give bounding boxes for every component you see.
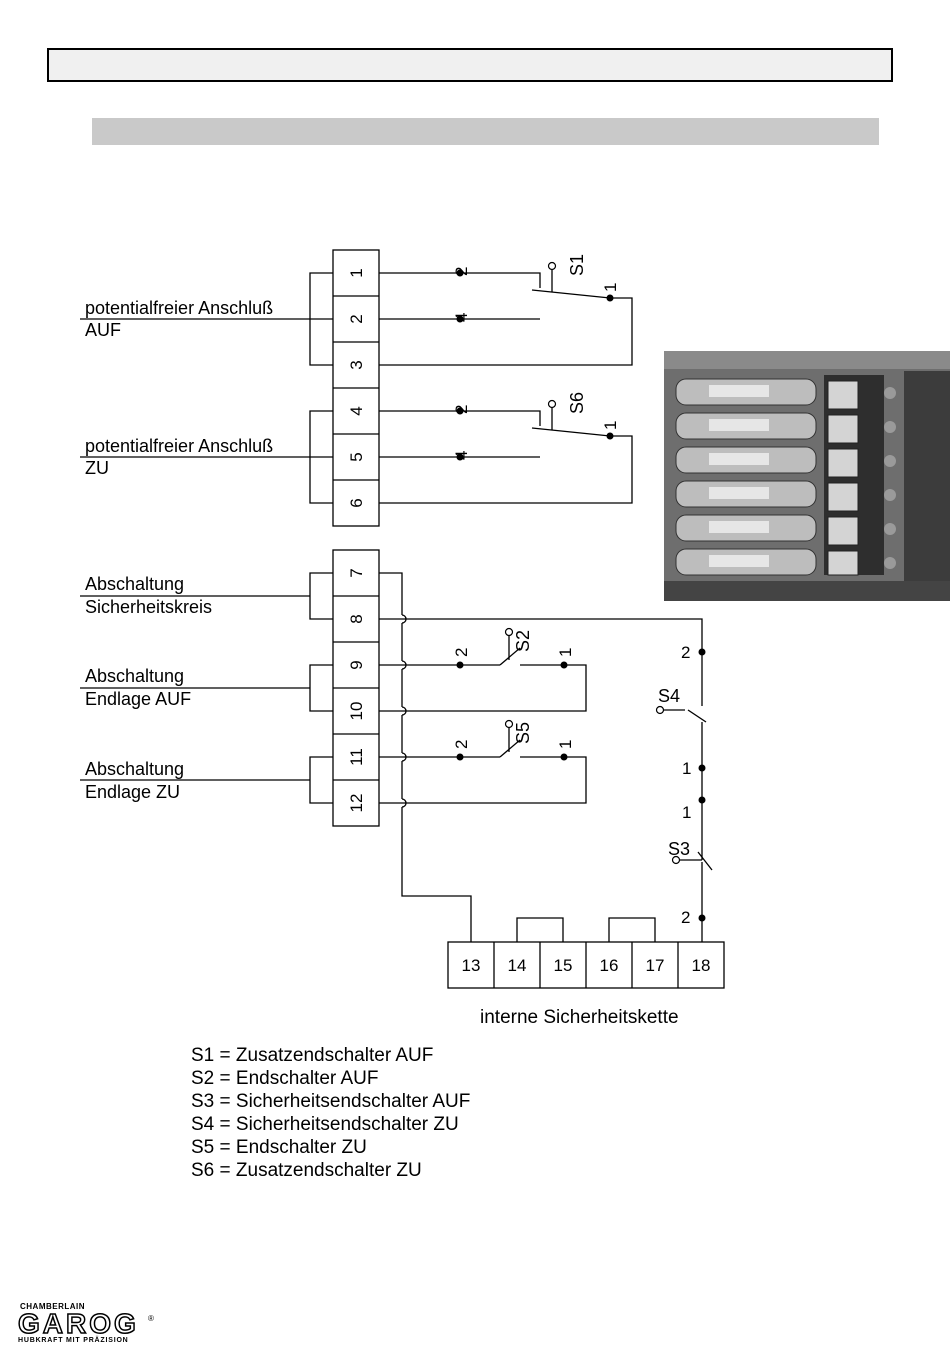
header-box [47,48,893,82]
label-ea-2: Endlage AUF [85,689,191,709]
s3-contact-2: 2 [681,908,690,927]
label-zu-2: ZU [85,458,109,478]
s4-label: S4 [658,686,680,706]
chain-caption: interne Sicherheitskette [480,1007,679,1028]
label-ez-2: Endlage ZU [85,782,180,802]
s1-contact-1: 1 [601,283,620,292]
s4-contact-2: 2 [681,643,690,662]
terminal-1: 1 [347,268,366,277]
s2-contact-1: 1 [556,648,575,657]
switch-legend: S1 = Zusatzendschalter AUF S2 = Endschal… [191,1044,470,1182]
legend-s4: S4 = Sicherheitsendschalter ZU [191,1114,459,1135]
terminal-15: 15 [554,956,573,975]
s2-contact-2: 2 [452,648,471,657]
s5-label: S5 [513,722,533,744]
terminal-2: 2 [347,314,366,323]
logo-sub: HUBKRAFT MIT PRÄZISION [18,1337,129,1344]
terminal-6: 6 [347,498,366,507]
terminal-7: 7 [347,568,366,577]
terminal-5: 5 [347,452,366,461]
label-sk-1: Abschaltung [85,574,184,594]
terminal-9: 9 [347,660,366,669]
terminal-4: 4 [347,406,366,415]
garog-logo: CHAMBERLAIN GAROG ® HUBKRAFT MIT PRÄZISI… [17,1302,158,1346]
label-sk-2: Sicherheitskreis [85,597,212,617]
legend-s2: S2 = Endschalter AUF [191,1068,379,1089]
terminal-16: 16 [600,956,619,975]
limit-switch-photo [664,351,950,601]
s3-label: S3 [668,839,690,859]
logo-registered: ® [148,1314,154,1323]
legend-s5: S5 = Endschalter ZU [191,1137,367,1158]
legend-s1: S1 = Zusatzendschalter AUF [191,1045,434,1066]
label-ea-1: Abschaltung [85,666,184,686]
label-auf-1: potentialfreier Anschluß [85,298,273,318]
logo-brand: GAROG [17,1307,139,1340]
terminal-3: 3 [347,360,366,369]
label-ez-1: Abschaltung [85,759,184,779]
s5-contact-1: 1 [556,740,575,749]
terminal-11: 11 [347,748,366,766]
s1-contact-2: 2 [452,267,471,276]
terminal-8: 8 [347,614,366,623]
s6-contact-1: 1 [601,421,620,430]
label-zu-1: potentialfreier Anschluß [85,436,273,456]
logo-top: CHAMBERLAIN [20,1302,86,1311]
s1-contact-4: 4 [452,313,471,322]
terminal-10: 10 [347,702,366,721]
s4-contact-1: 1 [682,759,691,778]
subheader-bar [92,118,879,145]
s5-contact-2: 2 [452,740,471,749]
s3-contact-1: 1 [682,803,691,822]
s1-label: S1 [567,254,587,276]
terminal-12: 12 [347,794,366,813]
legend-s3: S3 = Sicherheitsendschalter AUF [191,1091,471,1112]
s6-contact-4: 4 [452,451,471,460]
label-auf-2: AUF [85,320,121,340]
s2-label: S2 [513,630,533,652]
s6-contact-2: 2 [452,405,471,414]
terminal-14: 14 [508,956,527,975]
s6-label: S6 [567,392,587,414]
terminal-17: 17 [646,956,665,975]
terminal-18: 18 [692,956,711,975]
legend-s6: S6 = Zusatzendschalter ZU [191,1160,422,1181]
terminal-13: 13 [462,956,481,975]
